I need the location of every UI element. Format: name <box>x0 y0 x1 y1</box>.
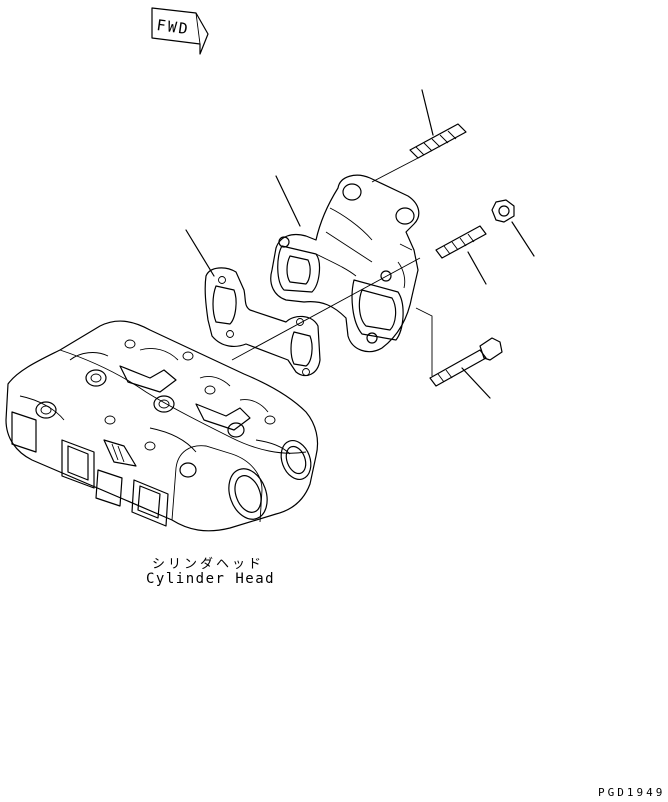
fwd-arrow-icon <box>151 7 209 55</box>
cylinder-head-caption-en: Cylinder Head <box>146 571 276 587</box>
drawing-code: PGD1949 <box>598 786 666 799</box>
manifold-gasket <box>204 267 321 377</box>
flange-nut <box>491 199 535 257</box>
cylinder-head <box>5 320 319 532</box>
assembly-line-upper <box>231 257 421 361</box>
flange-bolt <box>429 337 503 399</box>
stud-bolt-top <box>371 89 467 183</box>
cylinder-head-caption-jp: シリンダヘッド <box>152 557 265 572</box>
manifold-leader-line <box>275 175 301 227</box>
stud-bolt-middle <box>435 225 487 285</box>
exhaust-manifold <box>270 174 420 353</box>
assembly-line-lower <box>415 307 433 376</box>
gasket-leader-line <box>185 229 215 277</box>
